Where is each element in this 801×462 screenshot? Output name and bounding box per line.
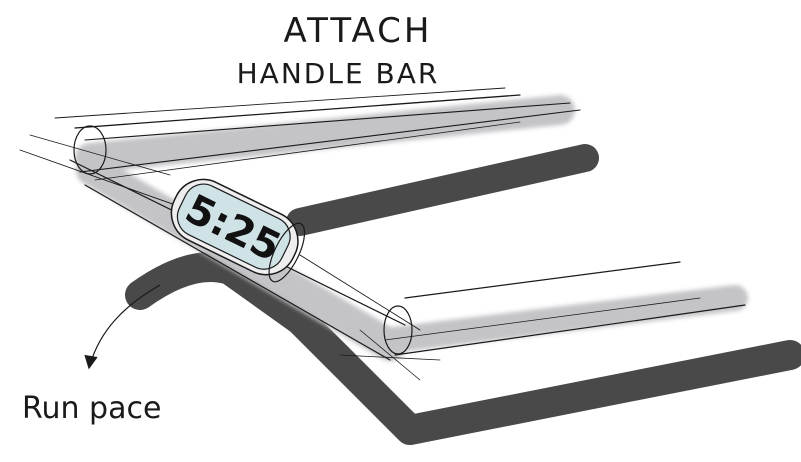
lower-arm-shade — [392, 298, 735, 340]
upper-dark-bar — [300, 158, 585, 222]
heading-attach: ATTACH — [284, 11, 433, 51]
heading-handle-bar: HANDLE BAR — [237, 57, 440, 90]
callout-run-pace: Run pace — [22, 391, 161, 426]
